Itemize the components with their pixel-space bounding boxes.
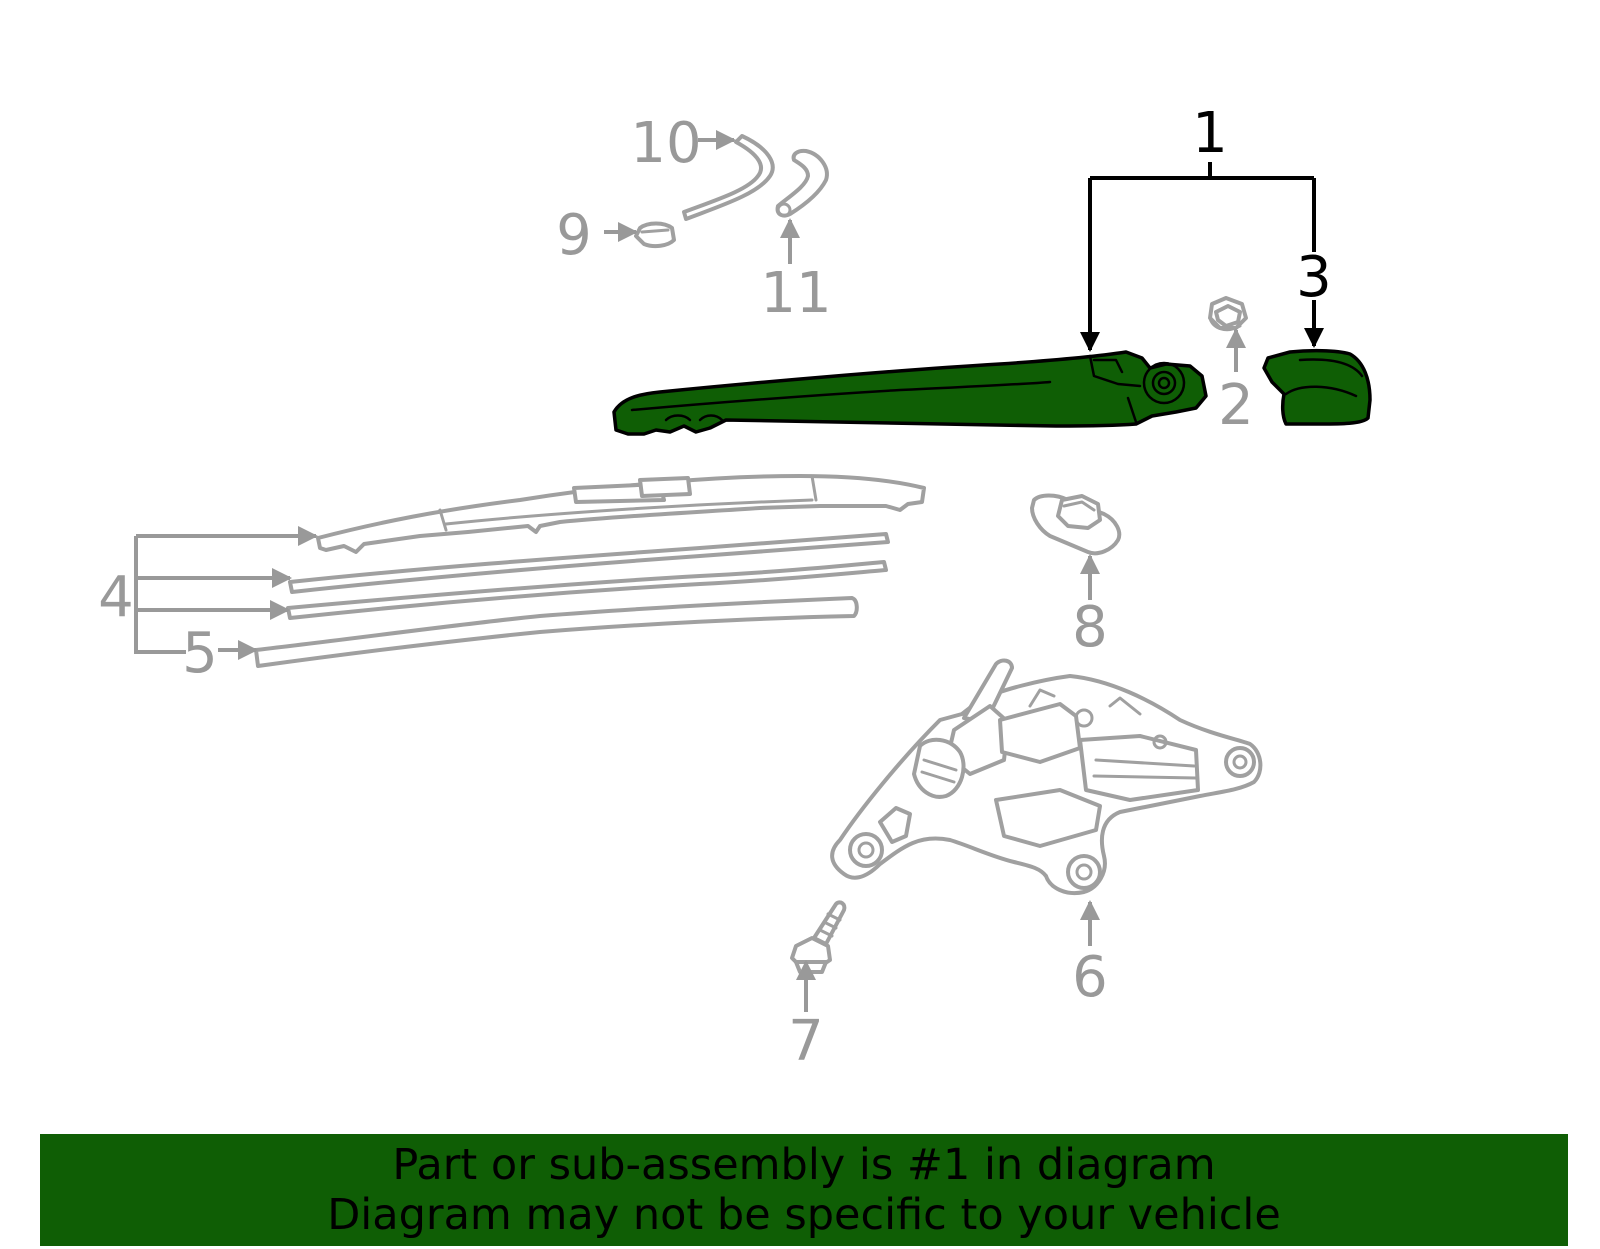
- part-9-nozzle[interactable]: [634, 221, 676, 249]
- banner-line-1: Part or sub-assembly is #1 in diagram: [392, 1140, 1216, 1190]
- part-6-wiper-motor[interactable]: [830, 658, 1263, 895]
- banner-line-2: Diagram may not be specific to your vehi…: [327, 1190, 1281, 1240]
- callout-10[interactable]: 10: [630, 111, 701, 176]
- callout-7[interactable]: 7: [788, 1009, 824, 1074]
- leader-4-bracket: [134, 526, 318, 654]
- callout-1[interactable]: 1: [1192, 101, 1228, 166]
- callout-5[interactable]: 5: [182, 621, 218, 686]
- callout-3[interactable]: 3: [1296, 245, 1332, 310]
- part-4-wiper-blade[interactable]: [316, 474, 926, 554]
- part-7-bolt[interactable]: [790, 900, 847, 974]
- part-8-nut-washer[interactable]: [1030, 493, 1122, 556]
- part-2-nut[interactable]: [1208, 296, 1248, 332]
- leader-1-bracket: [1080, 162, 1316, 352]
- part-4-blade-strip-upper[interactable]: [288, 532, 890, 594]
- callout-6[interactable]: 6: [1072, 945, 1108, 1010]
- part-11-hose-elbow[interactable]: [775, 148, 829, 218]
- part-4-blade-strip-lower[interactable]: [286, 560, 888, 620]
- part-3-arm-cap[interactable]: [1262, 348, 1372, 426]
- callout-9[interactable]: 9: [556, 203, 592, 268]
- part-10-washer-hose[interactable]: [682, 134, 775, 221]
- notice-banner: Part or sub-assembly is #1 in diagram Di…: [40, 1134, 1568, 1246]
- callout-11[interactable]: 11: [760, 261, 831, 326]
- part-1-wiper-arm[interactable]: [612, 350, 1208, 436]
- part-5-blade-rubber[interactable]: [254, 596, 859, 668]
- callout-8[interactable]: 8: [1072, 595, 1108, 660]
- callout-2[interactable]: 2: [1218, 373, 1254, 438]
- callout-4[interactable]: 4: [98, 565, 134, 630]
